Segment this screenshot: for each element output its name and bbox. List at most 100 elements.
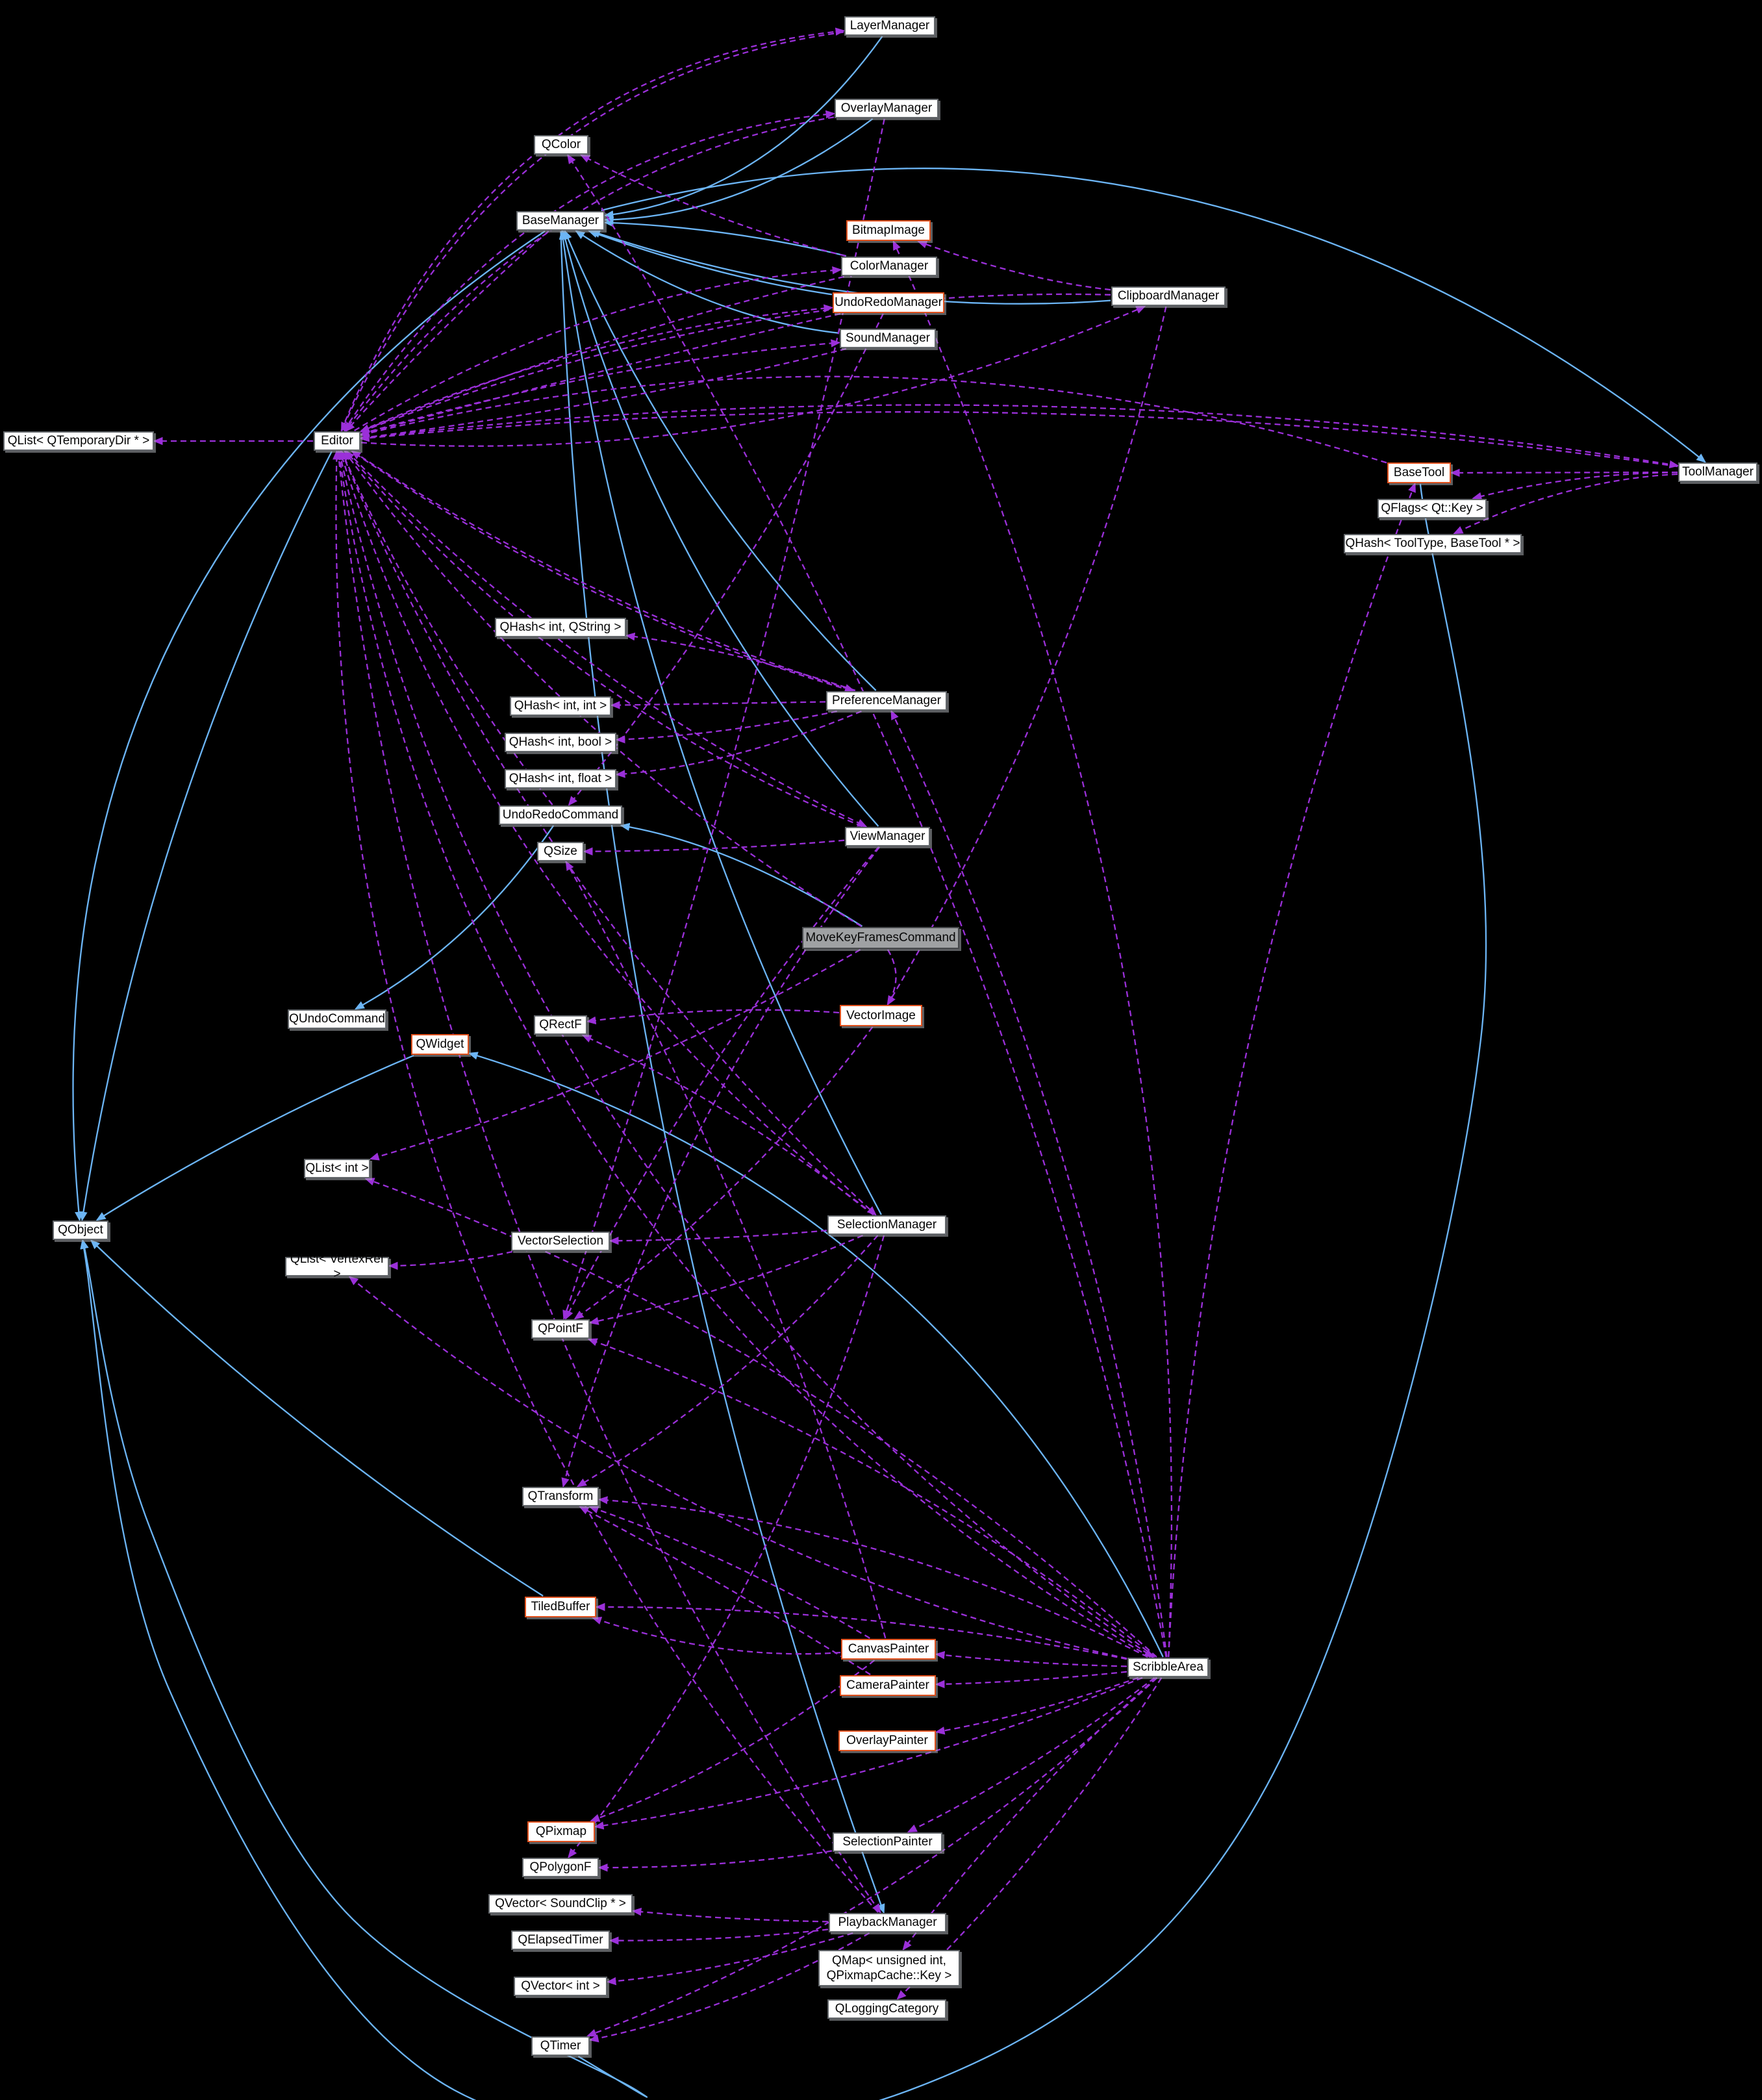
- edge-basemanager-qobject: [72, 231, 546, 1222]
- edge-viewmanager-qpointf: [564, 846, 879, 1321]
- edge-playbackmanager-qtimer: [588, 1932, 870, 2043]
- edge-editor-colormanager: [354, 266, 842, 431]
- edge-vectorselection-qlist_vertexref: [388, 1250, 513, 1270]
- edge-preferencemanager-qhash_int_float: [615, 710, 862, 778]
- node-qelapsedtimer[interactable]: QElapsedTimer: [511, 1930, 610, 1950]
- node-overlaymanager[interactable]: OverlayManager: [835, 99, 938, 118]
- node-qtimer[interactable]: QTimer: [531, 2036, 590, 2056]
- node-basemanager[interactable]: BaseManager: [516, 211, 605, 231]
- edge-toolmanager-qhash_tooltype: [1453, 473, 1678, 535]
- edge-scribblearea-selectionpainter: [907, 1677, 1155, 1833]
- edge-scribblearea-qlist_int: [364, 1178, 1157, 1658]
- edge-scribblearea-qtransform: [598, 1496, 1148, 1658]
- node-soundmanager[interactable]: SoundManager: [840, 329, 936, 348]
- edge-viewmanager-basemanager: [561, 229, 879, 827]
- node-qwidget[interactable]: QWidget: [411, 1034, 469, 1055]
- node-qhash_int_bool[interactable]: QHash< int, bool >: [505, 733, 616, 752]
- node-selectionpainter[interactable]: SelectionPainter: [833, 1832, 942, 1852]
- node-overlaypainter[interactable]: OverlayPainter: [838, 1730, 936, 1751]
- edge-selectionmanager-qpolygonf: [568, 1235, 885, 1858]
- node-vectorselection[interactable]: VectorSelection: [511, 1232, 610, 1251]
- edge-canvaspainter-qsize: [565, 860, 887, 1639]
- node-qflags_qtkey[interactable]: QFlags< Qt::Key >: [1378, 499, 1487, 518]
- edge-camerapainter-qtransform: [579, 1506, 871, 1675]
- edge-canvaspainter-qpixmap: [590, 1660, 875, 1822]
- node-qpointf[interactable]: QPointF: [531, 1319, 590, 1339]
- edge-clipboardmanager-vectorimage: [887, 306, 1167, 1006]
- node-qobject[interactable]: QObject: [53, 1221, 108, 1240]
- node-undoredocommand[interactable]: UndoRedoCommand: [499, 805, 622, 825]
- node-viewmanager[interactable]: ViewManager: [845, 827, 930, 846]
- node-bitmapimage[interactable]: BitmapImage: [846, 220, 931, 241]
- node-qrectf[interactable]: QRectF: [534, 1015, 587, 1035]
- node-colormanager[interactable]: ColorManager: [841, 257, 937, 276]
- edge-editor-soundmanager: [360, 339, 841, 435]
- edge-playbackmanager-qelapsedtimer: [609, 1929, 829, 1945]
- edge-selectionmanager-qtransform: [576, 1235, 879, 1487]
- edge-selectionmanager-basemanager: [559, 229, 882, 1215]
- edge-editor-selectionmanager: [340, 451, 877, 1216]
- node-qtransform[interactable]: QTransform: [522, 1487, 599, 1506]
- node-tiledbuffer[interactable]: TiledBuffer: [525, 1597, 596, 1617]
- node-scribblearea[interactable]: ScribbleArea: [1127, 1658, 1209, 1677]
- edge-selectionmanager-qrectf: [581, 1034, 875, 1215]
- edge-undoredocommand-qundocommand: [354, 825, 555, 1010]
- edge-selectionmanager-vectorselection: [609, 1230, 827, 1245]
- node-qhash_int_qstring[interactable]: QHash< int, QString >: [495, 618, 626, 637]
- edge-preferencemanager-basemanager: [564, 229, 877, 691]
- edge-editor-overlaymanager: [343, 110, 836, 431]
- edge-qwidget-qobject: [95, 1054, 414, 1221]
- edge-preferencemanager-qhash_int_qstring: [625, 632, 856, 692]
- edge-editor-clipboardmanager: [360, 305, 1146, 447]
- node-qpixmap[interactable]: QPixmap: [527, 1821, 595, 1842]
- node-preferencemanager[interactable]: PreferenceManager: [826, 691, 947, 711]
- node-qhash_int_float[interactable]: QHash< int, float >: [505, 769, 616, 789]
- node-canvaspainter[interactable]: CanvasPainter: [841, 1639, 936, 1660]
- node-qcolor[interactable]: QColor: [534, 135, 588, 155]
- node-qvector_soundclip[interactable]: QVector< SoundClip * >: [488, 1894, 633, 1914]
- node-playbackmanager[interactable]: PlaybackManager: [829, 1913, 946, 1932]
- edge-scribblearea-qpixmap: [594, 1676, 1143, 1830]
- edge-playbackmanager-qvector_int: [606, 1932, 853, 1986]
- edge-scribblearea-qcolor: [567, 153, 1167, 1658]
- edge-basemanager-toolmanager: [601, 168, 1707, 463]
- edge-selectionmanager-qpointf: [588, 1234, 863, 1325]
- node-vectorimage[interactable]: VectorImage: [840, 1005, 922, 1026]
- node-qhash_tooltype[interactable]: QHash< ToolType, BaseTool * >: [1344, 534, 1522, 553]
- edge-basemanager-playbackmanager: [560, 231, 885, 1914]
- edge-editor-playbackmanager: [337, 451, 881, 1914]
- node-editor[interactable]: Editor: [314, 431, 360, 451]
- edge-scribblearea-qlist_vertexref: [348, 1276, 1127, 1660]
- edge-scribblearea-preferencemanager: [890, 709, 1168, 1658]
- edge-scribblearea-canvaspainter: [935, 1651, 1127, 1667]
- edge-playbackmanager-editor: [333, 449, 879, 1913]
- edge-layermanager-editor: [341, 31, 844, 433]
- node-qhash_int_int[interactable]: QHash< int, int >: [510, 696, 611, 716]
- node-qvector_int[interactable]: QVector< int >: [514, 1977, 607, 1996]
- edge-scribblearea-tiledbuffer: [595, 1602, 1127, 1660]
- node-qlist_vertexref[interactable]: QList< VertexRef >: [285, 1252, 389, 1281]
- node-camerapainter[interactable]: CameraPainter: [840, 1675, 936, 1696]
- edge-toolmanager-qflags_qtkey: [1472, 472, 1678, 501]
- node-qloggingcategory[interactable]: QLoggingCategory: [827, 1999, 946, 2019]
- node-qlist_qtemporarydir[interactable]: QList< QTemporaryDir * >: [3, 431, 154, 451]
- node-selectionmanager[interactable]: SelectionManager: [827, 1215, 946, 1235]
- node-qundocommand[interactable]: QUndoCommand: [288, 1009, 386, 1029]
- edge-scribblearea-qloggingcategory: [896, 1677, 1163, 2000]
- node-qmap_pixmapcache[interactable]: QMap< unsigned int, QPixmapCache::Key >: [818, 1950, 960, 1986]
- edge-editor-qobject: [79, 451, 333, 1222]
- node-qlist_int[interactable]: QList< int >: [304, 1159, 370, 1178]
- node-layermanager[interactable]: LayerManager: [844, 16, 935, 36]
- edge-selectionmanager-editor: [338, 449, 874, 1215]
- node-basetool[interactable]: BaseTool: [1387, 462, 1451, 483]
- edge-toolmanager-editor: [359, 411, 1678, 468]
- node-clipboardmanager[interactable]: ClipboardManager: [1111, 286, 1226, 306]
- node-qsize[interactable]: QSize: [537, 842, 584, 861]
- node-qpolygonf[interactable]: QPolygonF: [522, 1858, 599, 1877]
- edge-viewmanager-editor: [345, 450, 862, 828]
- node-toolmanager[interactable]: ToolManager: [1678, 462, 1757, 482]
- edge-scribblearea-basetool: [1168, 482, 1416, 1658]
- edge-editor-preferencemanager: [352, 451, 855, 692]
- node-undoredomanager[interactable]: UndoRedoManager: [833, 292, 944, 313]
